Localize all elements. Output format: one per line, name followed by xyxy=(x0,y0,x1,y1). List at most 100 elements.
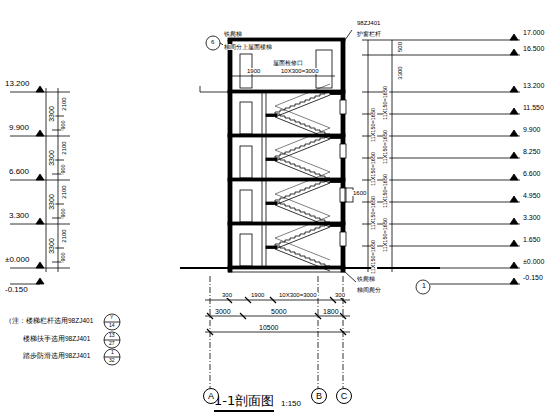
dimension-text: 3300 xyxy=(48,237,55,255)
label-text: 32 xyxy=(108,358,116,363)
label-text: （注：楼梯栏杆选用98ZJ401 xyxy=(4,318,94,325)
label-text: 1800 xyxy=(322,308,340,315)
axis-letter: A xyxy=(208,391,214,401)
label-text: 300 xyxy=(221,292,233,298)
dimension-text: 2100 xyxy=(61,184,67,199)
label-text: 27 xyxy=(108,341,116,346)
axis-letter: B xyxy=(316,391,322,401)
label-text: 4.950 xyxy=(522,192,542,199)
dimension-text: 2100 xyxy=(61,96,67,111)
stair-landing xyxy=(266,114,277,117)
label-text: 铁爬梯 xyxy=(356,276,376,282)
handrail xyxy=(275,216,330,238)
dimension-text: 11X150=1650 xyxy=(371,151,377,187)
stair-landing xyxy=(330,224,341,227)
stair-flight xyxy=(275,180,330,202)
axis-bubble: B xyxy=(311,388,327,404)
label-text: 13.200 xyxy=(522,82,545,89)
label-text: 13 xyxy=(108,333,116,338)
dimension-text: 2100 xyxy=(61,140,67,155)
label-text: 300 xyxy=(334,292,346,298)
stair-landing xyxy=(330,136,341,139)
stair-flight xyxy=(275,202,330,224)
label-text: 1.650 xyxy=(522,236,542,243)
stair-flight xyxy=(275,158,330,180)
stair-landing xyxy=(330,92,341,95)
dimension-text: 900 xyxy=(61,119,67,130)
stair-flight xyxy=(275,224,330,246)
handrail xyxy=(275,128,330,150)
stair-flight xyxy=(275,136,330,158)
label-text: 铁爬梯 xyxy=(223,31,243,37)
stair-slab xyxy=(275,139,330,161)
label-text: 6.600 xyxy=(522,170,542,177)
label-text: 14 xyxy=(108,323,116,328)
label-text: 9.900 xyxy=(8,124,30,132)
stair-flight xyxy=(275,246,330,268)
label-text: -0.150 xyxy=(4,286,29,294)
label-text: 1:150 xyxy=(280,400,302,408)
stair-landing xyxy=(266,158,277,161)
handrail xyxy=(275,150,330,172)
label-text: 11.550 xyxy=(522,104,545,111)
dimension-text: 3300 xyxy=(48,149,55,167)
label-text: 护窗栏杆 xyxy=(356,31,382,37)
stair-slab xyxy=(275,249,330,271)
stair-slab xyxy=(275,205,330,227)
dimension-text: 11X150=1650 xyxy=(383,173,389,209)
label-text: 10X300=3000 xyxy=(280,68,320,74)
dimension-text: 3300 xyxy=(48,105,55,123)
label-text: 3.300 xyxy=(522,214,542,221)
dimension-text: 11X150=1650 xyxy=(383,129,389,165)
stair-flight xyxy=(275,92,330,114)
label-text: ±0.000 xyxy=(4,256,30,264)
label-text: ±0.000 xyxy=(522,258,545,265)
label-text: 1600 xyxy=(352,190,367,196)
dimension-text: 900 xyxy=(61,207,67,218)
label-text: -0.150 xyxy=(522,274,544,281)
dimension-text: 3300 xyxy=(397,65,403,80)
label-text: 8.250 xyxy=(522,148,542,155)
label-text: 楼梯扶手选用98ZJ401 xyxy=(22,336,91,343)
label-text: 5000 xyxy=(270,308,288,315)
axis-bubble: A xyxy=(203,388,219,404)
label-text: 13.200 xyxy=(4,80,30,88)
label-text: 9.900 xyxy=(522,126,542,133)
label-text: 踏步防滑选用98ZJ401 xyxy=(22,353,91,360)
label-text: 梯间分上屋面楼梯 xyxy=(223,44,273,50)
stair-flight xyxy=(275,114,330,136)
dimension-text: 11X150=1650 xyxy=(371,107,377,143)
axis-letter: C xyxy=(341,391,348,401)
stair-slab xyxy=(275,95,330,117)
label-text: 梯间爬分 xyxy=(356,287,382,293)
drawing-title: 1-1剖面图 xyxy=(214,392,274,412)
label-text: 3.300 xyxy=(8,212,30,220)
stair-slab xyxy=(275,183,330,205)
dimension-text: 11X150=1650 xyxy=(371,239,377,275)
dimension-text: 3300 xyxy=(48,193,55,211)
label-text: 17.000 xyxy=(522,29,545,36)
stair-slab xyxy=(275,117,330,139)
dimension-text: 11X150=1650 xyxy=(383,217,389,253)
label-text: 10500 xyxy=(258,324,279,331)
axis-bubble: C xyxy=(336,388,352,404)
handrail xyxy=(275,238,330,260)
handrail xyxy=(275,172,330,194)
label-text: 3000 xyxy=(214,308,232,315)
dimension-text: 11X150=1650 xyxy=(383,85,389,121)
label-text: Y xyxy=(109,315,114,320)
handrail xyxy=(275,84,330,106)
handrail xyxy=(275,194,330,216)
stair-slab xyxy=(275,227,330,249)
dimension-text: 2100 xyxy=(61,228,67,243)
dimension-text: 900 xyxy=(61,251,67,262)
label-text: 屋面检修口 xyxy=(272,60,304,66)
label-text: 6 xyxy=(210,39,215,45)
handrail xyxy=(275,106,330,128)
stair-landing xyxy=(266,202,277,205)
label-text: 6.600 xyxy=(8,168,30,176)
stair-landing xyxy=(330,180,341,183)
stair-slab xyxy=(275,161,330,183)
label-text: 16.500 xyxy=(522,45,545,52)
label-text: 98ZJ401 xyxy=(356,20,381,26)
